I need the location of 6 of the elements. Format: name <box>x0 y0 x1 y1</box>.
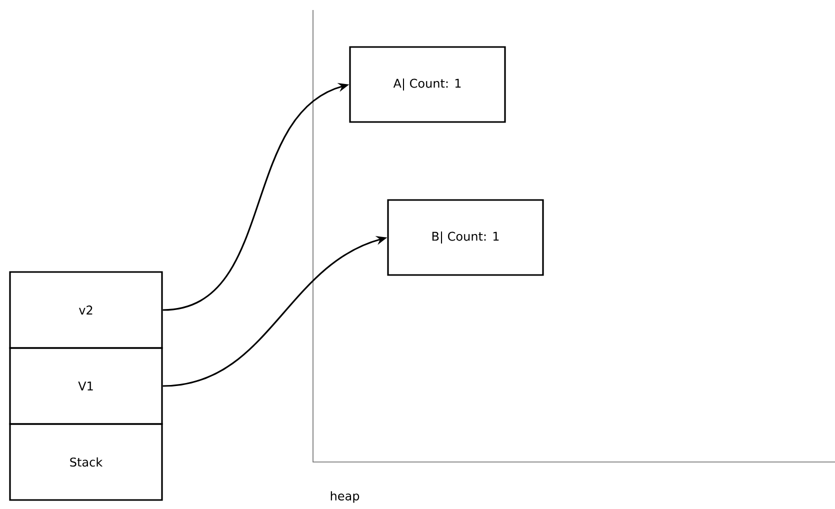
stack-cell: V1 <box>9 347 163 425</box>
axis-label: heap <box>330 491 360 503</box>
object-box: A| Count: 1 <box>349 46 506 123</box>
stack-cell: v2 <box>9 271 163 349</box>
object-box: B| Count: 1 <box>387 199 544 276</box>
stack-cell: Stack <box>9 423 163 501</box>
